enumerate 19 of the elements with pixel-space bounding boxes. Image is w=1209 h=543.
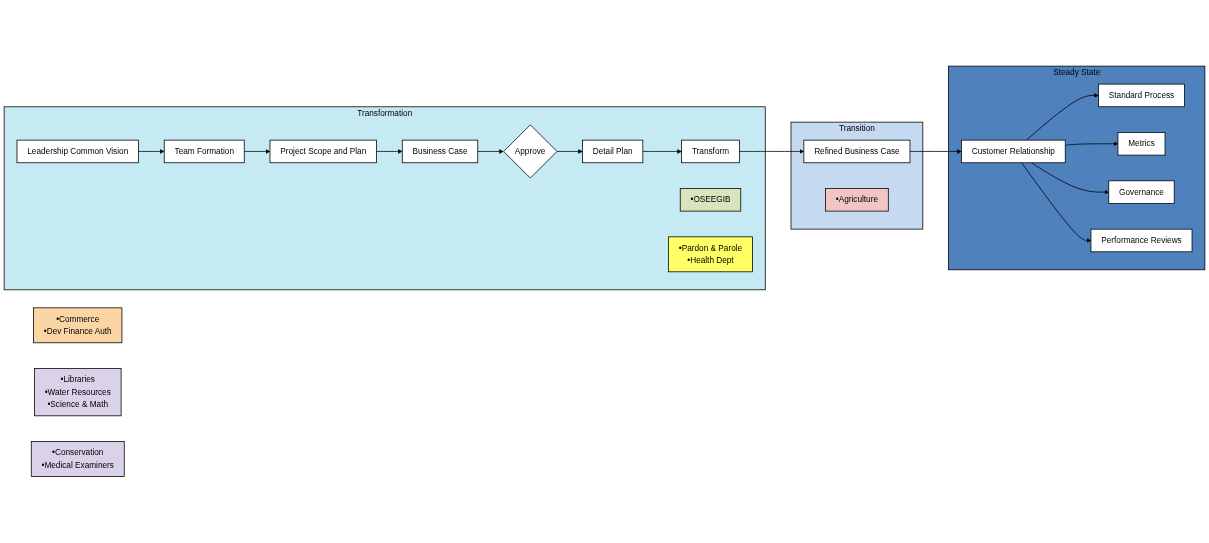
node-box: •Conservation •Medical Examiners [30, 441, 125, 478]
node-box: Standard Process [1098, 83, 1185, 108]
node-box: Metrics [1117, 132, 1166, 156]
node-box: Refined Business Case [803, 139, 911, 164]
node-box: •Libraries •Water Resources •Science & Math [34, 368, 122, 417]
node-box: •Pardon & Parole •Health Dept [668, 236, 753, 273]
node-box: Performance Reviews [1090, 228, 1193, 253]
node-box: •Agriculture [825, 188, 889, 212]
node-box: Detail Plan [582, 139, 644, 164]
node-box: Leadership Common Vision [16, 139, 139, 164]
node-box: Business Case [401, 139, 479, 164]
node-box: Customer Relationship [961, 139, 1066, 164]
node-box: Transform [681, 139, 740, 164]
node-box: Governance [1108, 180, 1175, 204]
node-box: Team Formation [163, 139, 245, 164]
node-box: •OSEEGIB [679, 188, 742, 212]
node-box: Project Scope and Plan [269, 139, 377, 164]
node-box: •Commerce •Dev Finance Auth [33, 307, 123, 344]
node-diamond: Approve [503, 124, 558, 179]
